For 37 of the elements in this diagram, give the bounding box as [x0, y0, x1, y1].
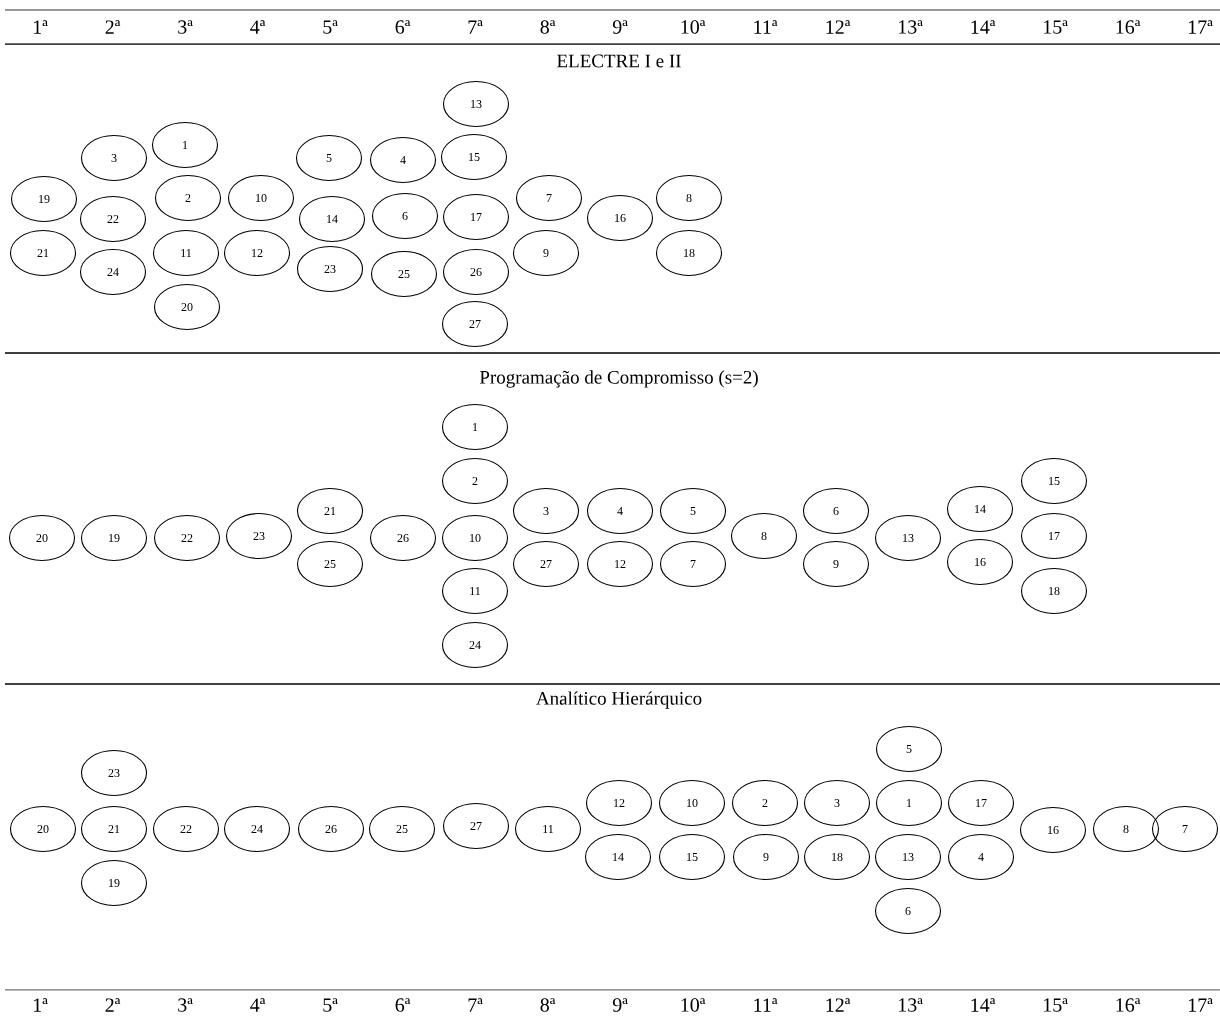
- ordinal-header: 2ª: [105, 998, 121, 1012]
- ordinal-header: 4ª: [250, 998, 266, 1012]
- ordinal-header: 13ª: [899, 20, 923, 34]
- section-title: ELECTRE I e II: [557, 54, 681, 68]
- ordinal-header: 10ª: [681, 998, 706, 1012]
- ordinal-header: 10ª: [681, 20, 706, 34]
- ordinal-header: 6ª: [395, 998, 411, 1012]
- ordinal-header: 3ª: [178, 20, 193, 34]
- ordinal-header: 8ª: [540, 20, 556, 34]
- ordinal-header: 8ª: [540, 998, 556, 1012]
- ordinal-header: 17ª: [1189, 20, 1213, 34]
- ordinal-header: 12ª: [826, 20, 851, 34]
- section-title: Analítico Hierárquico: [536, 691, 702, 709]
- ordinal-header: 13ª: [899, 998, 923, 1012]
- ordinal-header: 4ª: [250, 20, 266, 34]
- ordinal-header: 9ª: [612, 20, 628, 34]
- ordinal-header: 15ª: [1044, 998, 1068, 1012]
- ordinal-header: 11ª: [754, 20, 778, 34]
- section-title: Programação de Compromisso (s=2): [479, 370, 758, 388]
- ordinal-header: 15ª: [1044, 20, 1068, 34]
- ordinal-header: 7ª: [468, 998, 483, 1012]
- ordinal-header: 16ª: [1116, 998, 1141, 1012]
- ordinal-header: 16ª: [1116, 20, 1141, 34]
- ordinal-header: 6ª: [395, 20, 411, 34]
- ordinal-header: 14ª: [971, 20, 996, 34]
- ordinal-header: 1ª: [34, 998, 48, 1012]
- ordinal-header: 7ª: [468, 20, 483, 34]
- ordinal-header: 3ª: [178, 998, 193, 1012]
- ordinal-header: 1ª: [34, 20, 48, 34]
- ordinal-header: 12ª: [826, 998, 851, 1012]
- ordinal-header: 5ª: [323, 998, 338, 1012]
- ordinal-header: 14ª: [971, 998, 996, 1012]
- ordinal-header: 9ª: [612, 998, 628, 1012]
- ordinal-header: 17ª: [1189, 998, 1213, 1012]
- ordinal-header: 5ª: [323, 20, 338, 34]
- ordinal-header: 11ª: [754, 998, 778, 1012]
- ordinal-header: 2ª: [105, 20, 121, 34]
